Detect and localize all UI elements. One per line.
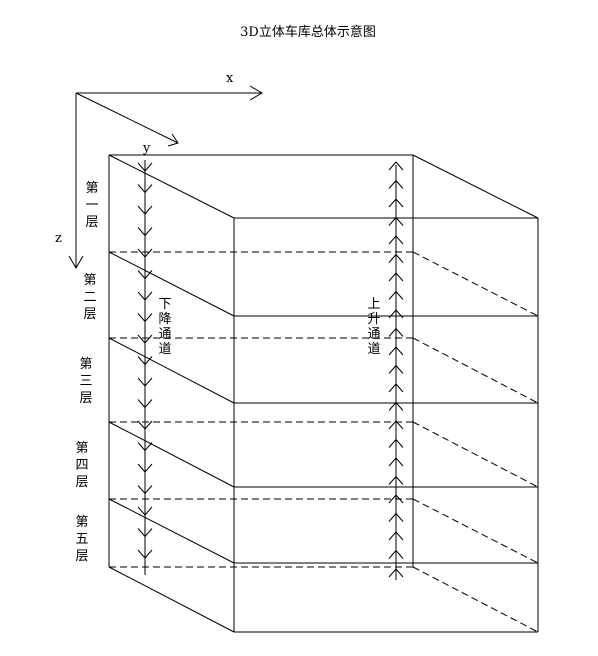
up-arrow-chevron: [388, 198, 404, 208]
up-arrow-chevron: [388, 235, 404, 245]
up-arrow-chevron: [388, 457, 404, 467]
floor-label-5: 第五层: [75, 515, 88, 564]
floor-label-4: 第四层: [75, 441, 88, 490]
up-arrow-chevron: [388, 512, 404, 522]
up-arrow-chevron: [388, 494, 404, 504]
down-arrow-chevron: [137, 184, 153, 194]
up-channel-arrows: [388, 161, 404, 578]
down-arrow-chevron: [137, 377, 153, 387]
up-channel-text: 上升通道: [367, 297, 380, 357]
y-axis-label: y: [142, 141, 151, 156]
floor-label-3: 第三层: [79, 357, 92, 406]
up-arrow-chevron: [388, 161, 404, 171]
up-arrow-chevron: [388, 179, 404, 189]
z-axis-label: z: [55, 231, 62, 246]
y-axis: [75, 92, 179, 144]
garage-box: [108, 154, 539, 633]
down-arrow-chevron: [137, 549, 153, 559]
down-arrow-chevron: [137, 291, 153, 301]
down-arrow-chevron: [137, 205, 153, 215]
up-arrow-chevron: [388, 475, 404, 485]
coordinate-axes: x y z: [55, 71, 263, 269]
up-arrow-chevron: [388, 568, 404, 578]
down-channel-label: 下降通道: [158, 297, 171, 357]
down-arrow-chevron: [137, 485, 153, 495]
up-arrow-chevron: [388, 327, 404, 337]
down-arrow-chevron: [137, 528, 153, 538]
down-arrow-chevron: [137, 313, 153, 323]
up-arrow-chevron: [388, 216, 404, 226]
down-arrow-chevron: [137, 334, 153, 344]
up-arrow-chevron: [388, 383, 404, 393]
up-arrow-chevron: [388, 346, 404, 356]
down-arrow-chevron: [137, 162, 153, 172]
up-arrow-chevron: [388, 531, 404, 541]
up-channel-label: 上升通道: [367, 297, 380, 357]
down-arrow-chevron: [137, 399, 153, 409]
down-channel-text: 下降通道: [158, 297, 171, 357]
up-arrow-chevron: [388, 401, 404, 411]
up-arrow-chevron: [388, 253, 404, 263]
floor-label-1: 第一层: [85, 181, 98, 230]
down-arrow-chevron: [137, 442, 153, 452]
up-arrow-chevron: [388, 420, 404, 430]
down-arrow-chevron: [137, 506, 153, 516]
up-arrow-chevron: [388, 309, 404, 319]
up-arrow-chevron: [388, 549, 404, 559]
hidden-edges: [109, 251, 539, 633]
down-arrow-chevron: [137, 227, 153, 237]
x-axis-label: x: [226, 71, 234, 86]
up-arrow-chevron: [388, 364, 404, 374]
diagram-title: 3D立体车库总体示意图: [240, 24, 376, 40]
floor-label-2: 第二层: [83, 273, 96, 322]
down-arrow-chevron: [137, 270, 153, 280]
up-arrow-chevron: [388, 272, 404, 282]
up-arrow-chevron: [388, 290, 404, 300]
down-arrow-chevron: [137, 420, 153, 430]
down-arrow-chevron: [137, 356, 153, 366]
up-arrow-chevron: [388, 438, 404, 448]
down-arrow-chevron: [137, 463, 153, 473]
down-arrow-chevron: [137, 248, 153, 258]
down-channel-arrows: [137, 162, 153, 559]
